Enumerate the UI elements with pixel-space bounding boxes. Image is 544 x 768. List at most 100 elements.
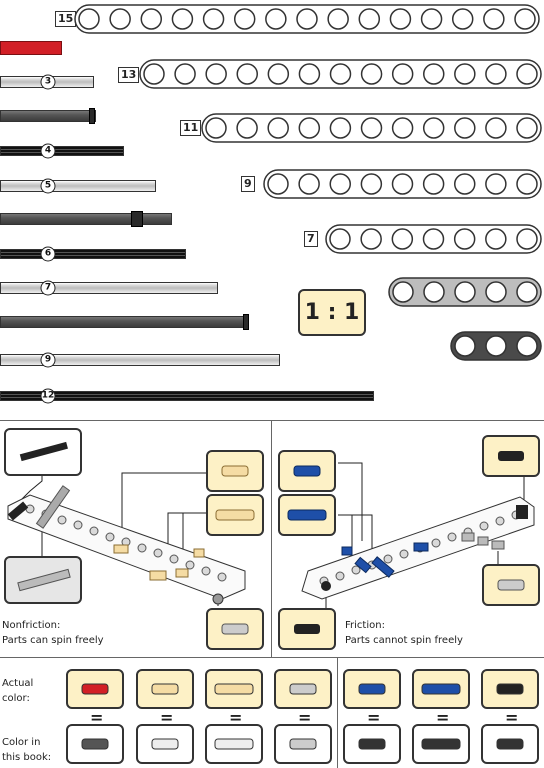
beam-hole: [298, 173, 320, 195]
beam-7: [325, 224, 542, 254]
gray-axle-pin-icon: [497, 579, 525, 591]
beam-hole: [485, 335, 507, 357]
equals-sign: =: [160, 708, 174, 727]
beam-hole: [236, 63, 258, 85]
beam-hole: [454, 281, 476, 303]
axle-7: 7: [0, 280, 218, 296]
beam-hole: [143, 63, 165, 85]
beam-hole: [233, 8, 256, 30]
beam-3: [450, 331, 542, 361]
beam-15-label: 15: [55, 11, 77, 27]
pin-icon: [358, 683, 386, 695]
axle-9: 9: [0, 352, 280, 368]
pin-icon: [421, 683, 461, 695]
black-pin-icon: [498, 451, 524, 461]
beam-hole: [389, 8, 412, 30]
pin-icon: [421, 738, 461, 750]
equals-sign: =: [90, 708, 104, 727]
book-color-swatch: [205, 724, 263, 764]
pin-icon: [496, 683, 524, 695]
equals-sign: =: [367, 708, 381, 727]
pin-icon: [81, 683, 109, 695]
axle-stop-end: [89, 108, 95, 124]
actual-color-swatch: [66, 669, 124, 709]
beam-hole: [454, 117, 476, 139]
pin-icon: [358, 738, 386, 750]
beam-hole: [78, 8, 100, 30]
beam-hole: [422, 173, 445, 195]
beam-hole: [391, 63, 414, 85]
beam-15: [74, 4, 540, 34]
beam-hole: [360, 228, 382, 250]
beam-hole: [485, 281, 507, 303]
beam-hole: [423, 63, 445, 85]
actual-color-label: Actual color:: [2, 678, 34, 704]
beam-hole: [329, 173, 351, 195]
beam-hole: [392, 281, 414, 303]
beam-hole: [360, 117, 383, 139]
part-box-gray-pin: [206, 608, 264, 650]
book-color-label: Color in this book:: [2, 737, 52, 763]
black-pin-icon: [294, 624, 320, 634]
beam-hole: [391, 228, 414, 250]
equals-sign: =: [505, 708, 519, 727]
axle-length-badge: 7: [40, 280, 56, 296]
beam-hole: [423, 281, 445, 303]
beam-hole: [514, 8, 536, 30]
pin-icon: [151, 738, 179, 750]
axle-5: 5: [0, 178, 156, 194]
beam-hole: [485, 117, 507, 139]
beam-hole: [516, 281, 538, 303]
beam-hole: [485, 228, 507, 250]
axle-stop-5: [0, 211, 172, 227]
axle-stop-4: [0, 108, 96, 124]
section-divider: [0, 657, 544, 658]
axle-length-badge: 5: [40, 178, 56, 194]
beam-hole: [171, 8, 194, 30]
axle-length-badge: 9: [40, 352, 56, 368]
beam-11: [201, 113, 542, 143]
beam-hole: [422, 228, 445, 250]
beam-hole: [485, 173, 507, 195]
beam-9-label: 9: [241, 176, 255, 192]
friction-diagram: [301, 462, 535, 621]
axle-4: 4: [0, 143, 124, 159]
friction-title: Friction:: [345, 620, 385, 631]
blue-long-pin-icon: [287, 509, 327, 521]
book-color-swatch: [66, 724, 124, 764]
axle-stop-8: [0, 314, 249, 330]
part-box-tan-long-pin: [206, 494, 264, 536]
book-color-swatch: [343, 724, 401, 764]
beam-13-label: 13: [118, 67, 140, 83]
beam-hole: [267, 173, 289, 195]
beam-hole: [140, 8, 163, 30]
axle-length-badge: 6: [40, 246, 56, 262]
axle-red-2: [0, 41, 62, 55]
beam-hole: [516, 335, 538, 357]
book-color-swatch: [274, 724, 332, 764]
pin-icon: [214, 683, 254, 695]
scale-ratio-badge: 1 : 1: [298, 289, 366, 336]
actual-color-swatch: [412, 669, 470, 709]
equals-sign: =: [298, 708, 312, 727]
beam-5: [388, 277, 542, 307]
friction-subtitle: Parts cannot spin freely: [345, 635, 463, 646]
section-divider-vertical: [337, 658, 338, 768]
blue-pin-icon: [293, 465, 321, 477]
beam-hole: [516, 228, 538, 250]
black-axle-icon: [19, 441, 68, 462]
nonfriction-diagram: [7, 472, 246, 606]
pin-icon: [289, 683, 317, 695]
axle-length-badge: 3: [40, 74, 56, 90]
axle-stop-end: [131, 211, 143, 227]
beam-hole: [516, 173, 538, 195]
beam-hole: [205, 117, 227, 139]
beam-hole: [516, 63, 538, 85]
axle-3: 3: [0, 74, 94, 90]
beam-hole: [296, 8, 318, 30]
beam-hole: [483, 8, 505, 30]
beam-hole: [298, 63, 321, 85]
axle-12: 12: [0, 388, 374, 404]
nonfriction-subtitle: Parts can spin freely: [2, 635, 104, 646]
beam-hole: [329, 117, 352, 139]
